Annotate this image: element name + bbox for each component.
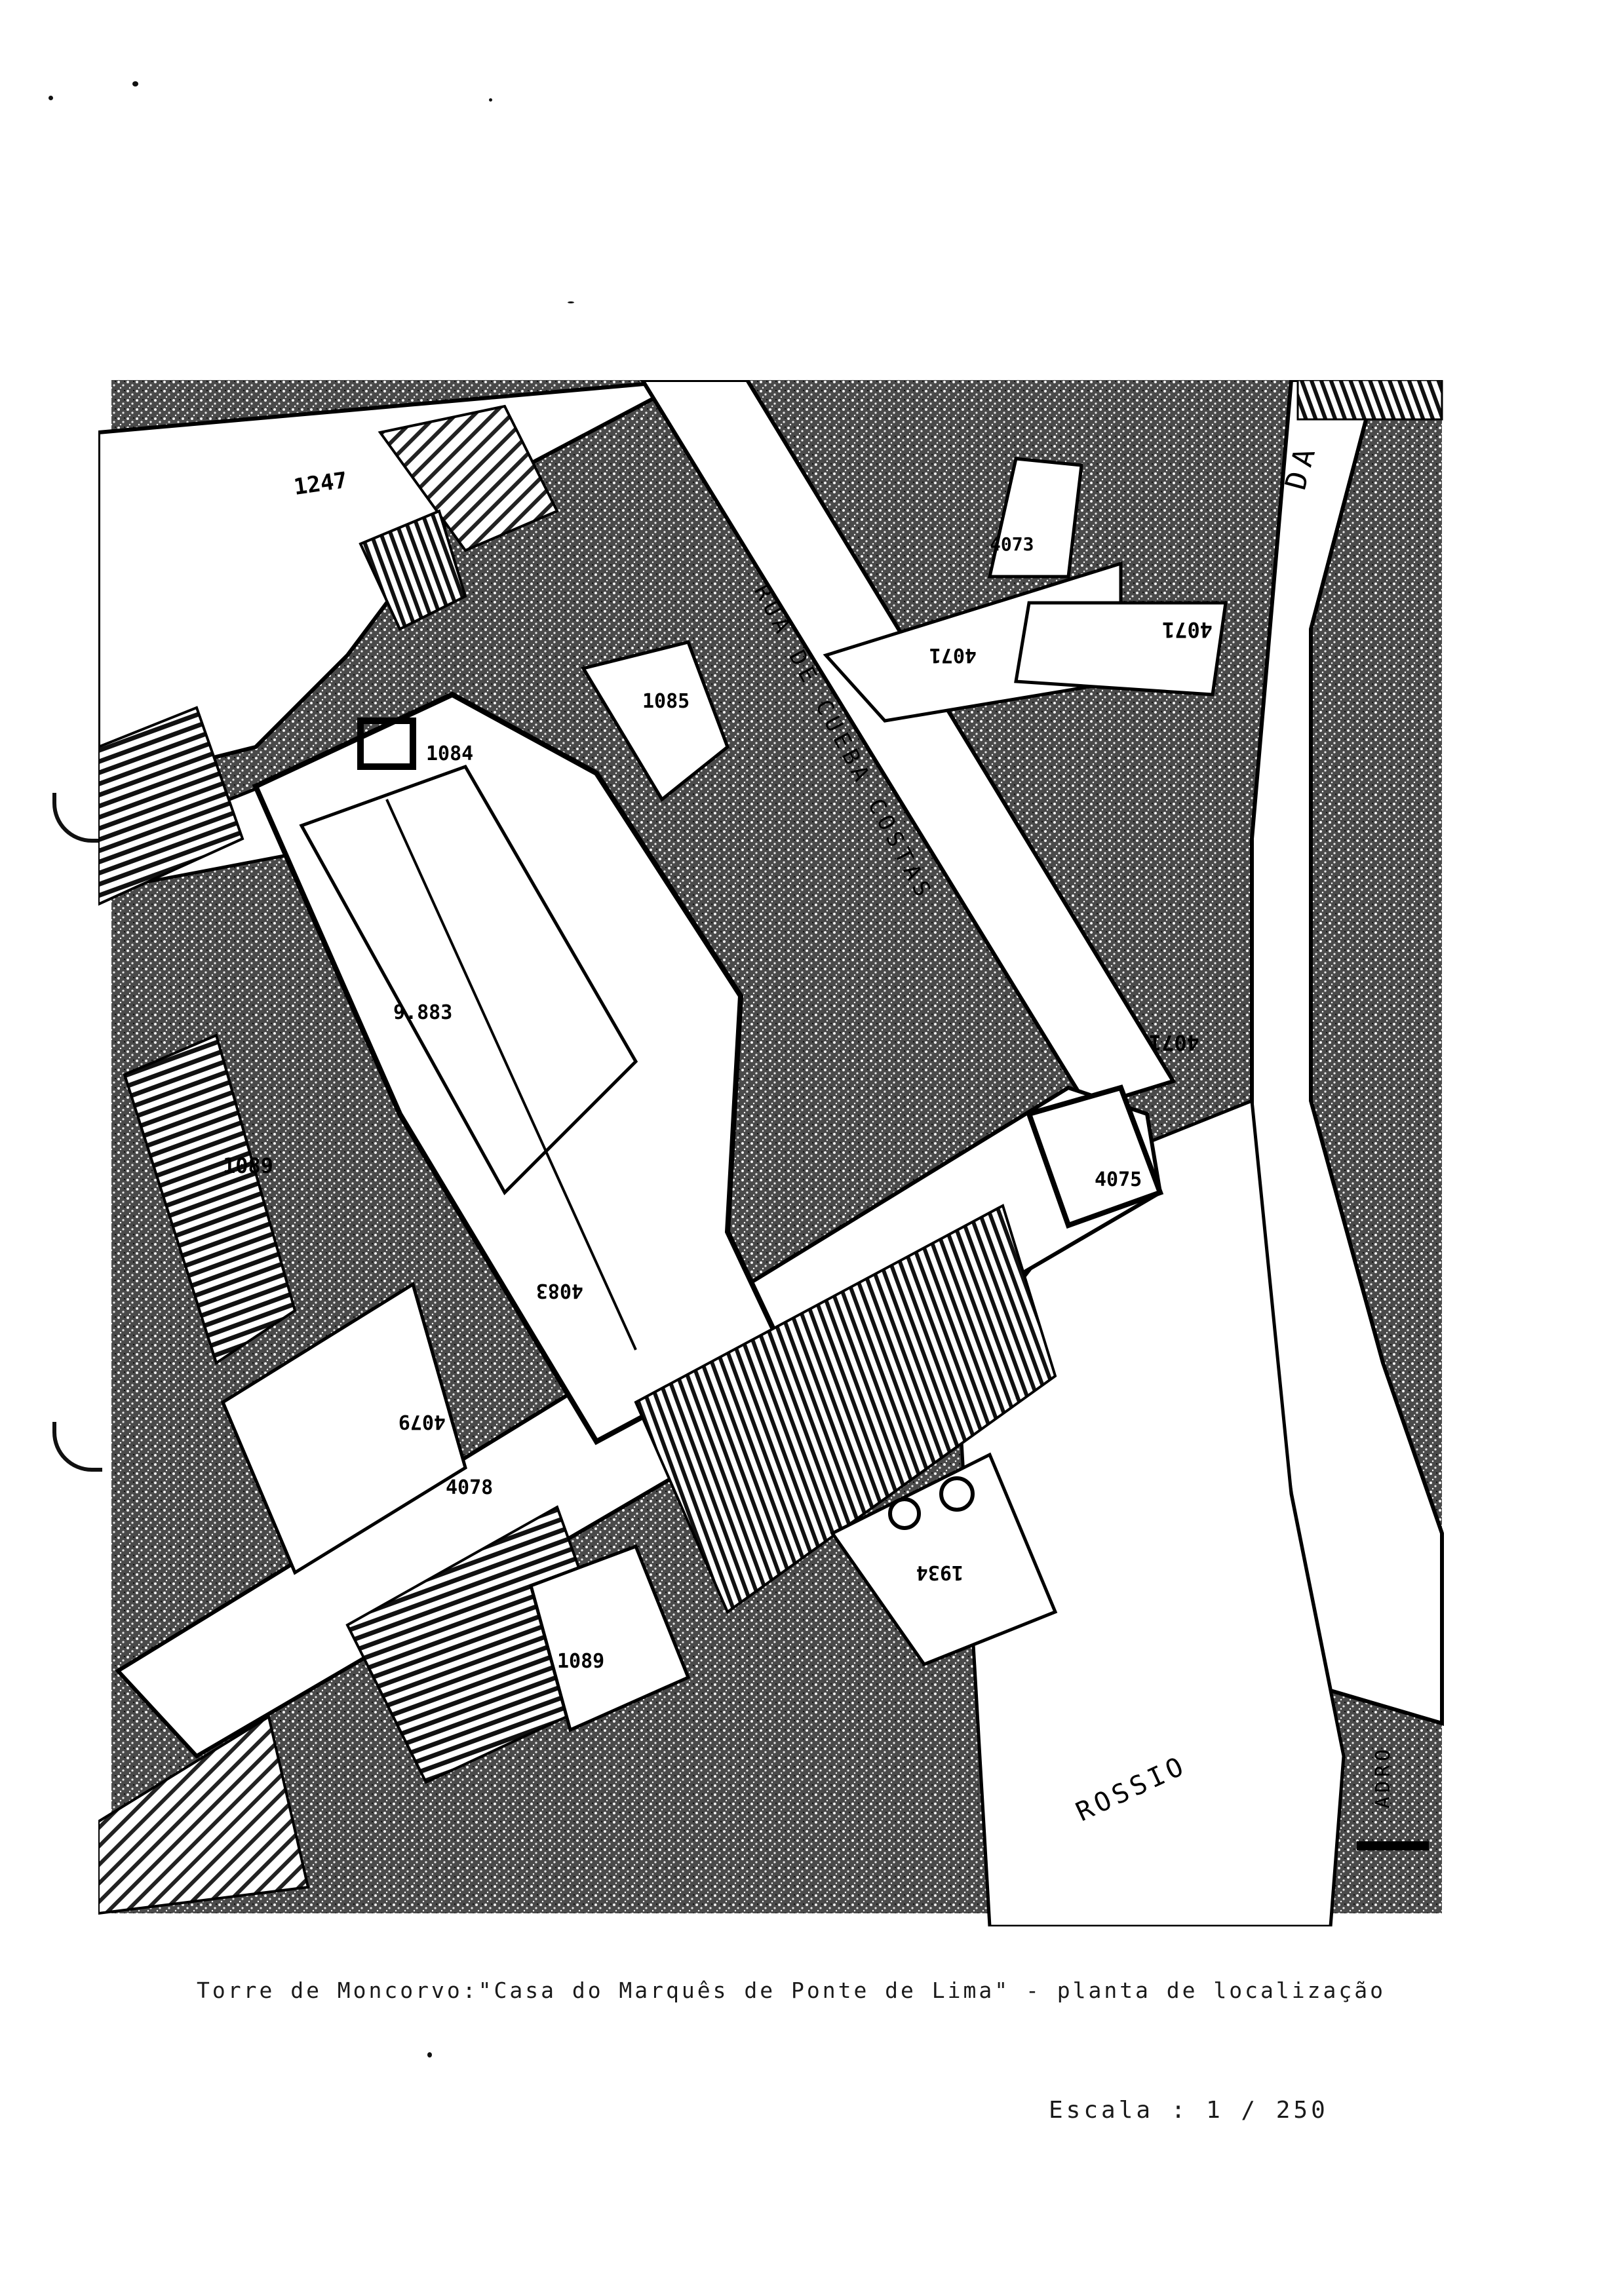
parcel-south-west bbox=[220, 1282, 467, 1575]
map-scale: Escala : 1 / 250 bbox=[1049, 2097, 1329, 2124]
boundary-mark bbox=[1357, 1841, 1429, 1850]
street-main-diagonal bbox=[115, 1085, 1163, 1759]
parcel-south-b bbox=[830, 1452, 1058, 1667]
parcel-north-east-b bbox=[1014, 601, 1228, 697]
parcel-small-tower bbox=[357, 718, 416, 770]
street-label-adro: ADRO bbox=[1372, 1746, 1395, 1808]
location-map-svg: 1247 1085 4071 4071 4073 4071 1089 9.883… bbox=[98, 380, 1444, 1926]
parcel-label: 9.883 bbox=[393, 1001, 452, 1024]
tree-symbol bbox=[939, 1476, 975, 1512]
parcel-label: 4071 bbox=[929, 643, 977, 666]
map-caption: Torre de Moncorvo:"Casa do Marquês de Po… bbox=[197, 1978, 1386, 2003]
parcel-corner-east bbox=[1025, 1084, 1164, 1229]
location-map: 1247 1085 4071 4071 4073 4071 1089 9.883… bbox=[98, 380, 1455, 1926]
scan-speck bbox=[489, 98, 492, 102]
parcel-label: 4071 bbox=[1149, 1030, 1199, 1055]
street-rua-costas bbox=[640, 380, 1177, 1110]
parcel-label: 4078 bbox=[446, 1476, 493, 1499]
parcel-label: 4079 bbox=[399, 1410, 446, 1433]
scan-speck bbox=[427, 2052, 432, 2057]
parcel-label: 4075 bbox=[1095, 1168, 1142, 1191]
scan-speck bbox=[132, 81, 138, 86]
scan-speck bbox=[568, 301, 574, 303]
scan-speck bbox=[49, 96, 53, 100]
parcel-label: 4083 bbox=[536, 1279, 583, 1302]
roof-hatched-northeast bbox=[1296, 380, 1443, 421]
roof-hatched-southwest bbox=[98, 1714, 310, 1915]
parcel-label: 1084 bbox=[426, 742, 473, 765]
parcel-north-east-c bbox=[987, 457, 1083, 579]
roof-hatched-west-b bbox=[123, 1033, 297, 1366]
binder-hole-mark bbox=[52, 793, 102, 843]
parcel-divider bbox=[385, 799, 637, 1350]
roof-hatched-south bbox=[634, 1204, 1057, 1615]
parcel-label: 1089 bbox=[223, 1153, 273, 1178]
parcel-label: 4071 bbox=[1162, 617, 1213, 642]
roof-hatched-north-b bbox=[359, 509, 467, 631]
roof-hatched-west bbox=[98, 706, 244, 906]
tree-symbol bbox=[888, 1497, 921, 1530]
parcel-label: 1085 bbox=[642, 690, 690, 713]
parcel-label: 1089 bbox=[557, 1650, 604, 1673]
binder-hole-mark bbox=[52, 1422, 102, 1472]
parcel-south-a bbox=[528, 1544, 691, 1732]
parcel-label: 1934 bbox=[916, 1561, 963, 1584]
parcel-label: 4073 bbox=[990, 533, 1034, 555]
parcel-small-north bbox=[581, 640, 730, 802]
